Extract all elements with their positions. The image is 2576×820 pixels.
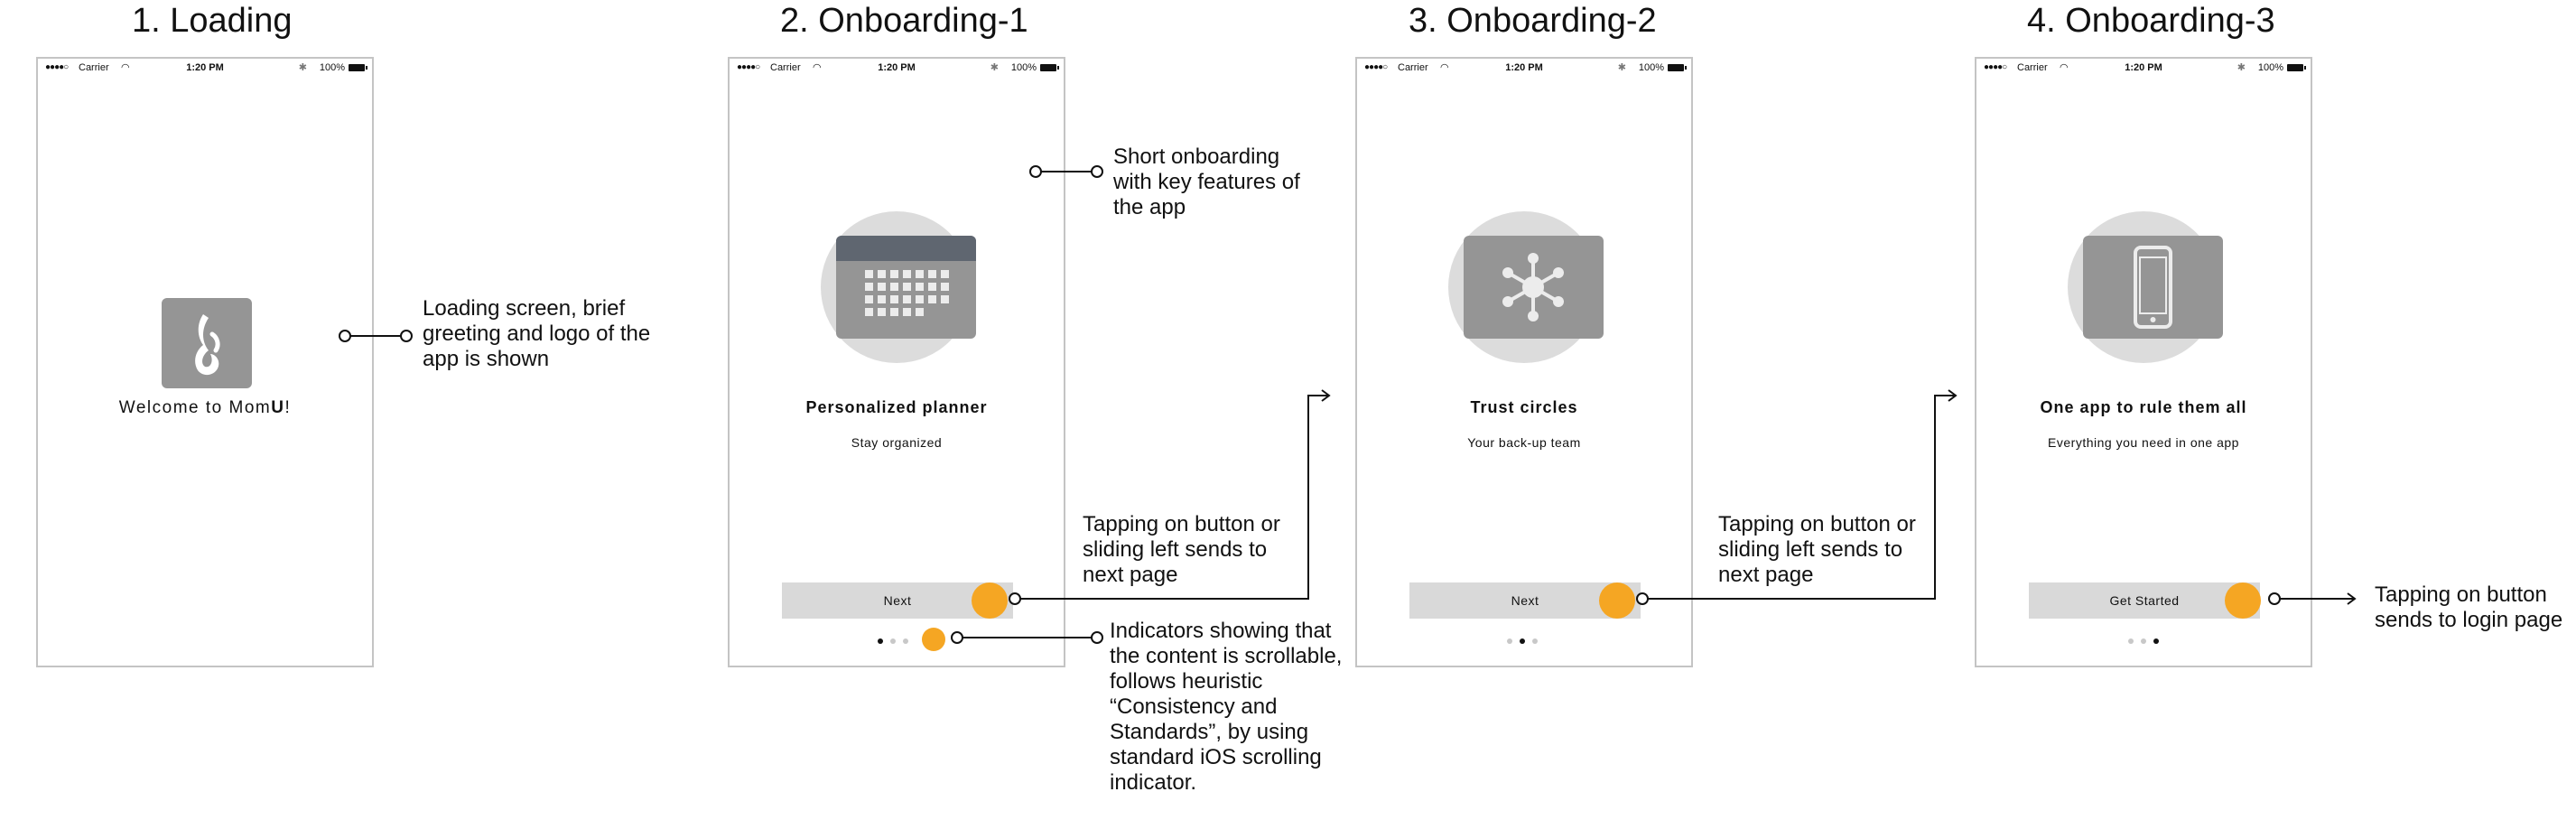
app-logo-icon: [162, 298, 252, 388]
next-button-label: Next: [883, 593, 912, 608]
onboarding-title: Trust circles: [1470, 398, 1578, 416]
onboarding-title: Personalized planner: [805, 398, 988, 416]
battery-icon: [349, 64, 367, 71]
signal-icon: ●●●●○: [737, 62, 760, 72]
onboarding-subtitle: Stay organized: [851, 435, 943, 450]
calendar-icon: [836, 236, 976, 339]
battery-icon: [1040, 64, 1059, 71]
battery-icon: [2287, 64, 2306, 71]
onboarding-subtitle: Everything you need in one app: [2048, 435, 2239, 450]
status-time: 1:20 PM: [186, 62, 224, 73]
indicator-highlight: [922, 628, 945, 651]
status-bar: ●●●●○ Carrier ◠ 1:20 PM ✱ 100%: [730, 59, 1064, 79]
welcome-suffix: !: [284, 398, 292, 417]
note-next-2: Tapping on button or sliding left sends …: [1718, 512, 1916, 587]
page-indicator[interactable]: [1507, 637, 1548, 648]
page-dot-2: [890, 638, 896, 644]
bluetooth-icon: ✱: [298, 62, 307, 73]
battery-percent: 100%: [319, 62, 345, 73]
get-started-button-label: Get Started: [2109, 593, 2180, 608]
page-dot-3: [903, 638, 908, 644]
signal-icon: ●●●●○: [1364, 62, 1388, 72]
page-dot-2: [1520, 638, 1525, 644]
bluetooth-icon: ✱: [990, 62, 999, 73]
page-dot-1: [2128, 638, 2134, 644]
page-dot-1: [1507, 638, 1512, 644]
wifi-icon: ◠: [813, 62, 822, 73]
signal-icon: ●●●●○: [1984, 62, 2007, 72]
get-started-button[interactable]: Get Started: [2029, 582, 2260, 619]
battery-percent: 100%: [1638, 62, 1664, 73]
page-dot-3: [1532, 638, 1538, 644]
note-onboarding: Short onboarding with key features of th…: [1113, 144, 1300, 219]
carrier-label: Carrier: [2017, 62, 2048, 73]
bluetooth-icon: ✱: [2237, 62, 2246, 73]
battery-percent: 100%: [2257, 62, 2283, 73]
phone-onboarding-1: ●●●●○ Carrier ◠ 1:20 PM ✱ 100% Personali…: [728, 57, 1065, 667]
screen-title-onboarding-2: 3. Onboarding-2: [1409, 2, 1657, 40]
status-time: 1:20 PM: [878, 62, 916, 73]
page-dot-2: [2141, 638, 2146, 644]
bluetooth-icon: ✱: [1617, 62, 1626, 73]
page-indicator[interactable]: [878, 637, 919, 648]
onboarding-subtitle: Your back-up team: [1467, 435, 1581, 450]
screen-title-onboarding-1: 2. Onboarding-1: [780, 2, 1028, 40]
phone-icon: [2083, 236, 2223, 339]
carrier-label: Carrier: [770, 62, 801, 73]
status-time: 1:20 PM: [2125, 62, 2162, 73]
phone-loading: ●●●●○ Carrier ◠ 1:20 PM ✱ 100% Welcome t…: [36, 57, 374, 667]
status-time: 1:20 PM: [1505, 62, 1543, 73]
status-bar: ●●●●○ Carrier ◠ 1:20 PM ✱ 100%: [1357, 59, 1691, 79]
wifi-icon: ◠: [121, 62, 130, 73]
note-next-1: Tapping on button or sliding left sends …: [1083, 512, 1280, 587]
welcome-bold: U: [271, 398, 285, 417]
wifi-icon: ◠: [1440, 62, 1449, 73]
button-touch-indicator: [1599, 582, 1635, 619]
screen-title-onboarding-3: 4. Onboarding-3: [2027, 2, 2275, 40]
page-indicator[interactable]: [2128, 637, 2170, 648]
onboarding-title: One app to rule them all: [2040, 398, 2247, 416]
note-get-started: Tapping on button sends to login page: [2375, 582, 2563, 632]
phone-onboarding-2: ●●●●○ Carrier ◠ 1:20 PM ✱ 100% Trust cir…: [1355, 57, 1693, 667]
page-dot-3: [2153, 638, 2159, 644]
status-bar: ●●●●○ Carrier ◠ 1:20 PM ✱ 100%: [38, 59, 372, 79]
next-button-label: Next: [1511, 593, 1539, 608]
page-dot-1: [878, 638, 883, 644]
battery-percent: 100%: [1010, 62, 1037, 73]
welcome-text: Welcome to MomU!: [38, 398, 372, 418]
status-bar: ●●●●○ Carrier ◠ 1:20 PM ✱ 100%: [1976, 59, 2311, 79]
button-touch-indicator: [972, 582, 1008, 619]
signal-icon: ●●●●○: [45, 62, 69, 72]
phone-onboarding-3: ●●●●○ Carrier ◠ 1:20 PM ✱ 100% One app t…: [1975, 57, 2312, 667]
carrier-label: Carrier: [79, 62, 109, 73]
battery-icon: [1668, 64, 1687, 71]
note-indicators: Indicators showing that the content is s…: [1110, 619, 1343, 795]
note-loading: Loading screen, brief greeting and logo …: [423, 296, 651, 371]
welcome-prefix: Welcome to Mom: [118, 398, 272, 417]
button-touch-indicator: [2225, 582, 2261, 619]
network-icon: [1464, 236, 1604, 339]
wifi-icon: ◠: [2060, 62, 2069, 73]
screen-title-loading: 1. Loading: [132, 2, 293, 40]
carrier-label: Carrier: [1398, 62, 1428, 73]
